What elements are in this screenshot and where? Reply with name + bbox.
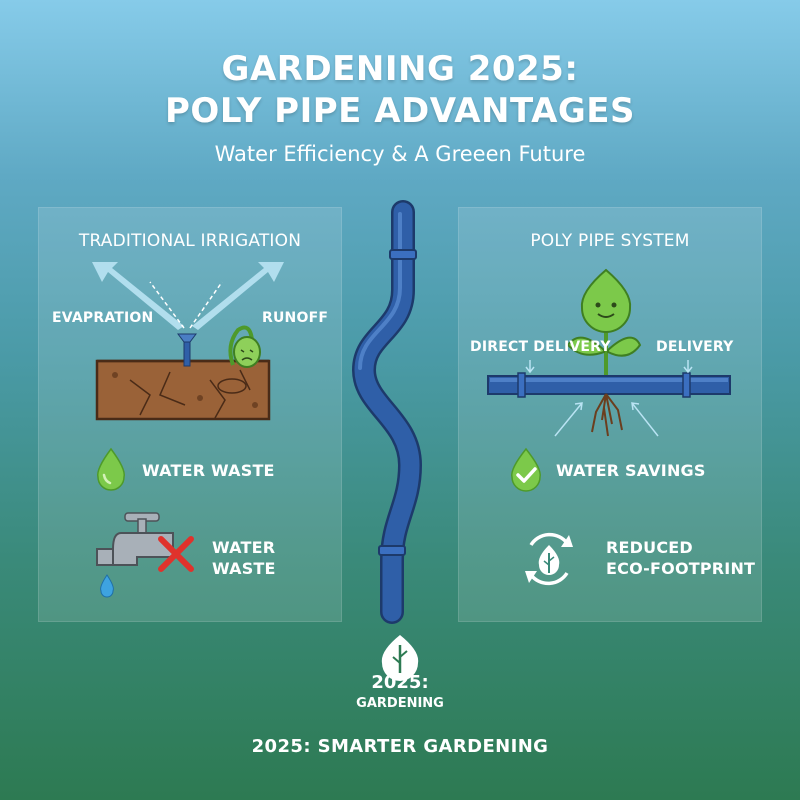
leaf-icon <box>381 635 419 681</box>
page-title: GARDENING 2025: POLY PIPE ADVANTAGES <box>0 48 800 132</box>
water-savings-label: WATER SAVINGS <box>556 461 706 480</box>
runoff-label: RUNOFF <box>262 310 329 326</box>
direct-delivery-label: DIRECT DELIVERY <box>470 339 611 355</box>
water-waste-faucet-label: WATER WASTE <box>212 537 276 579</box>
recycle-leaf-icon <box>525 532 573 586</box>
evaporation-label: EVAPRATION <box>52 310 154 326</box>
eco-footprint-line-1: REDUCED <box>606 538 693 557</box>
title-line-1: GARDENING 2025: <box>221 49 579 89</box>
eco-footprint-label: REDUCED ECO-FOOTPRINT <box>606 537 755 579</box>
check-drop-icon <box>511 447 541 492</box>
delivery-label: DELIVERY <box>656 339 734 355</box>
footer-tagline: 2025: SMARTER GARDENING <box>251 736 549 757</box>
traditional-irrigation-panel: TRADITIONAL IRRIGATION <box>38 207 342 622</box>
water-waste-line-2: WASTE <box>212 559 276 578</box>
faucet-icon <box>96 512 194 598</box>
water-waste-line-1: WATER <box>212 538 276 557</box>
water-drop-icon <box>97 447 125 491</box>
eco-footprint-line-2: ECO-FOOTPRINT <box>606 559 756 578</box>
water-waste-label: WATER WASTE <box>142 461 275 480</box>
badge-year: 2025: <box>371 672 429 693</box>
panel-title-poly-pipe: POLY PIPE SYSTEM <box>530 231 690 251</box>
badge-text: GARDENING <box>356 696 444 711</box>
title-line-2: POLY PIPE ADVANTAGES <box>165 91 635 131</box>
panel-title-traditional: TRADITIONAL IRRIGATION <box>78 231 302 251</box>
subtitle: Water Efficiency & A Greeen Future <box>214 142 586 166</box>
